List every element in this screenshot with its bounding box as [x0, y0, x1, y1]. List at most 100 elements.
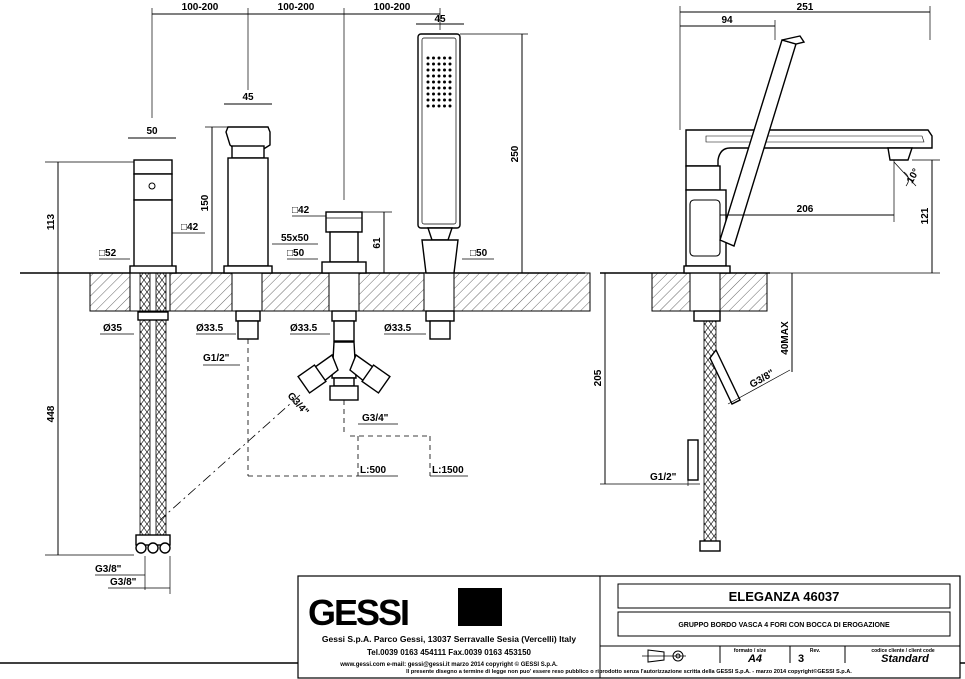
shower-nozzle-dot	[432, 80, 435, 84]
shower-nozzle-dot	[437, 62, 441, 66]
hand-shower-side	[719, 35, 806, 247]
diverter-height-dim: 61	[372, 237, 383, 249]
shower-nozzle-dot	[426, 74, 430, 78]
revision-value: 3	[798, 653, 804, 665]
product-description: GRUPPO BORDO VASCA 4 FORI CON BOCCA DI E…	[678, 622, 890, 629]
diverter-body: □42 61	[292, 205, 392, 274]
below-deck-side: 40MAX G3/8" 205 G1/2"	[593, 273, 793, 552]
mixer-base-dim: □52	[99, 248, 117, 259]
shower-nozzle-dot	[426, 92, 430, 96]
shower-nozzle-dot	[443, 62, 446, 66]
spacing-dimensions: 100-200 100-200 100-200	[151, 2, 441, 200]
spout-side-body	[683, 129, 933, 274]
shower-nozzle-dot	[443, 86, 446, 90]
side-inlet-dim: G1/2"	[650, 472, 677, 483]
shower-nozzle-dot	[448, 86, 452, 90]
shower-nozzle-dot	[443, 56, 446, 60]
hose-length-1500: L:1500	[432, 465, 464, 476]
spout-thread-dim: G1/2"	[203, 353, 230, 364]
shower-nozzle-dot	[432, 74, 435, 78]
diverter-shank-dim: Ø33.5	[290, 323, 318, 334]
shower-nozzle-dot	[448, 80, 452, 84]
spout-body: 45 150 55x50 □50	[200, 92, 318, 274]
shower-nozzle-dot	[437, 74, 441, 78]
shower-nozzle-dot	[443, 74, 446, 78]
shower-nozzle-dot	[437, 98, 441, 102]
shower-nozzle-grid	[426, 56, 452, 108]
shower-nozzle-dot	[448, 74, 452, 78]
shower-nozzle-dot	[437, 68, 441, 72]
spacing-dim-2: 100-200	[278, 2, 315, 13]
hose-thread-dim-2: G3/8"	[110, 577, 137, 588]
side-max-dim: 40MAX	[780, 321, 791, 355]
spout-shank-dim: Ø33.5	[196, 323, 224, 334]
side-spout-height-dim: 121	[920, 207, 931, 224]
front-view: 100-200 100-200 100-200 50 113 □52 □42 4…	[20, 2, 591, 594]
revision-label: Rev.	[810, 648, 821, 654]
shower-nozzle-dot	[432, 86, 435, 90]
client-code-label: codice cliente / client code	[871, 648, 935, 654]
shower-nozzle-dot	[426, 68, 430, 72]
spout-height-dim: 150	[200, 194, 211, 211]
hose-length-500: L:500	[360, 465, 387, 476]
legal-notice: Il presente disegno a termine di legge n…	[406, 668, 852, 675]
format-label: formato / size	[734, 648, 766, 654]
mixer-shank-dim: Ø35	[103, 323, 122, 334]
shower-nozzle-dot	[426, 56, 430, 60]
hand-shower-body: 45 250 □50	[416, 14, 528, 274]
shower-nozzle-dot	[448, 56, 452, 60]
shower-nozzle-dot	[437, 80, 441, 84]
diverter-thread-right-dim: G3/4"	[362, 413, 389, 424]
diverter-handle-dim: □42	[292, 205, 310, 216]
shower-nozzle-dot	[448, 92, 452, 96]
shower-nozzle-dot	[443, 92, 446, 96]
shower-nozzle-dot	[443, 98, 446, 102]
shower-nozzle-dot	[432, 104, 435, 108]
shower-nozzle-dot	[432, 56, 435, 60]
side-thread-dim: G3/8"	[748, 368, 777, 391]
company-web: www.gessi.com e-mail: gessi@gessi.it mar…	[339, 661, 558, 668]
spout-base-dim: □50	[287, 248, 305, 259]
shower-nozzle-dot	[437, 104, 441, 108]
hose-thread-dim-1: G3/8"	[95, 564, 122, 575]
shower-nozzle-dot	[437, 92, 441, 96]
spacing-dim-1: 100-200	[182, 2, 219, 13]
mixer-height-dim: 113	[46, 213, 57, 230]
shower-nozzle-dot	[432, 92, 435, 96]
shower-shank-dim: Ø33.5	[384, 323, 412, 334]
projection-symbol-icon	[642, 649, 686, 663]
shower-nozzle-dot	[448, 104, 452, 108]
format-value: A4	[747, 653, 762, 665]
spacing-dim-3: 100-200	[374, 2, 411, 13]
spout-rect-dim: 55x50	[281, 233, 309, 244]
shower-nozzle-dot	[426, 80, 430, 84]
mixer-handle-dim: □42	[181, 222, 199, 233]
side-view: 251 94 206 121	[593, 2, 940, 552]
shower-nozzle-dot	[443, 104, 446, 108]
shower-nozzle-dot	[426, 62, 430, 66]
shower-nozzle-dot	[432, 98, 435, 102]
company-address: Gessi S.p.A. Parco Gessi, 13037 Serraval…	[322, 634, 576, 644]
shower-width-dim: 45	[434, 14, 446, 25]
mixer-body: 50 113 □52 □42	[45, 126, 205, 274]
shower-nozzle-dot	[432, 68, 435, 72]
deck-section-side	[600, 272, 770, 312]
shower-nozzle-dot	[443, 68, 446, 72]
shower-nozzle-dot	[448, 62, 452, 66]
company-contact: Tel.0039 0163 454111 Fax.0039 0163 45315…	[367, 648, 532, 657]
shower-nozzle-dot	[426, 86, 430, 90]
title-block: GESSI Gessi S.p.A. Parco Gessi, 13037 Se…	[0, 575, 965, 679]
shower-nozzle-dot	[448, 98, 452, 102]
logo-text: GESSI	[308, 592, 408, 633]
mixer-width-dim: 50	[146, 126, 158, 137]
diverter-thread-left-dim: G3/4"	[285, 391, 311, 418]
spout-width-dim: 45	[242, 92, 254, 103]
product-title: ELEGANZA 46037	[729, 589, 840, 604]
shower-nozzle-dot	[443, 80, 446, 84]
side-depth-dim: 205	[593, 369, 604, 386]
side-spout-reach-dim: 206	[797, 204, 814, 215]
shower-nozzle-dot	[426, 98, 430, 102]
hose-depth-dim: 448	[46, 405, 57, 422]
shower-nozzle-dot	[432, 62, 435, 66]
shower-height-dim: 250	[510, 145, 521, 162]
